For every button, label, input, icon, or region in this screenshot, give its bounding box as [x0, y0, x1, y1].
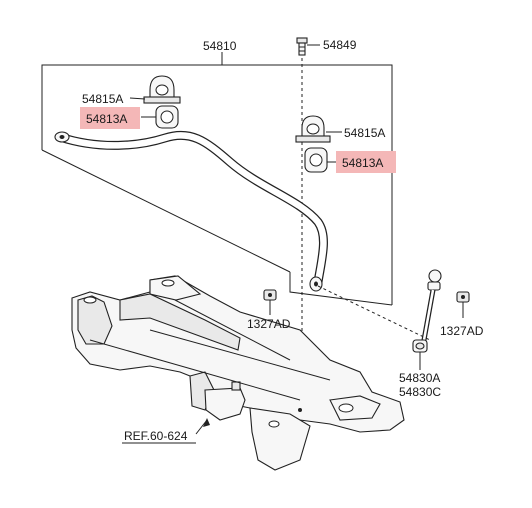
bracket-right-54815A[interactable] — [295, 115, 342, 143]
label-bolt: 54849 — [323, 38, 357, 52]
highlight-bushing-left — [80, 107, 140, 129]
label-link-c: 54830C — [399, 385, 441, 399]
label-bushing-right[interactable]: 54813A — [342, 156, 383, 170]
bushing-right-54813A[interactable] — [304, 147, 337, 173]
bracket-left-54815A[interactable] — [129, 75, 181, 104]
reference-leader — [195, 418, 210, 435]
label-assembly: 54810 — [203, 39, 237, 53]
highlight-bushing-right — [336, 151, 396, 173]
label-nut-right: 1327AD — [440, 324, 484, 338]
stabilizer-link[interactable] — [317, 269, 442, 370]
label-bracket-right: 54815A — [344, 126, 385, 140]
bushing-left-54813A[interactable] — [141, 105, 179, 129]
label-bracket-left: 54815A — [82, 92, 123, 106]
label-bushing-left[interactable]: 54813A — [86, 112, 127, 126]
assembly-frame — [41, 52, 393, 306]
nut-left-1327AD[interactable] — [263, 289, 277, 315]
stabilizer-bar[interactable] — [54, 130, 328, 292]
label-link-a: 54830A — [399, 371, 440, 385]
label-reference[interactable]: REF.60-624 — [124, 429, 188, 443]
bolt-54849[interactable] — [296, 37, 320, 56]
nut-right-1327AD[interactable] — [456, 291, 470, 318]
subframe — [71, 275, 405, 471]
label-nut-left: 1327AD — [247, 317, 291, 331]
